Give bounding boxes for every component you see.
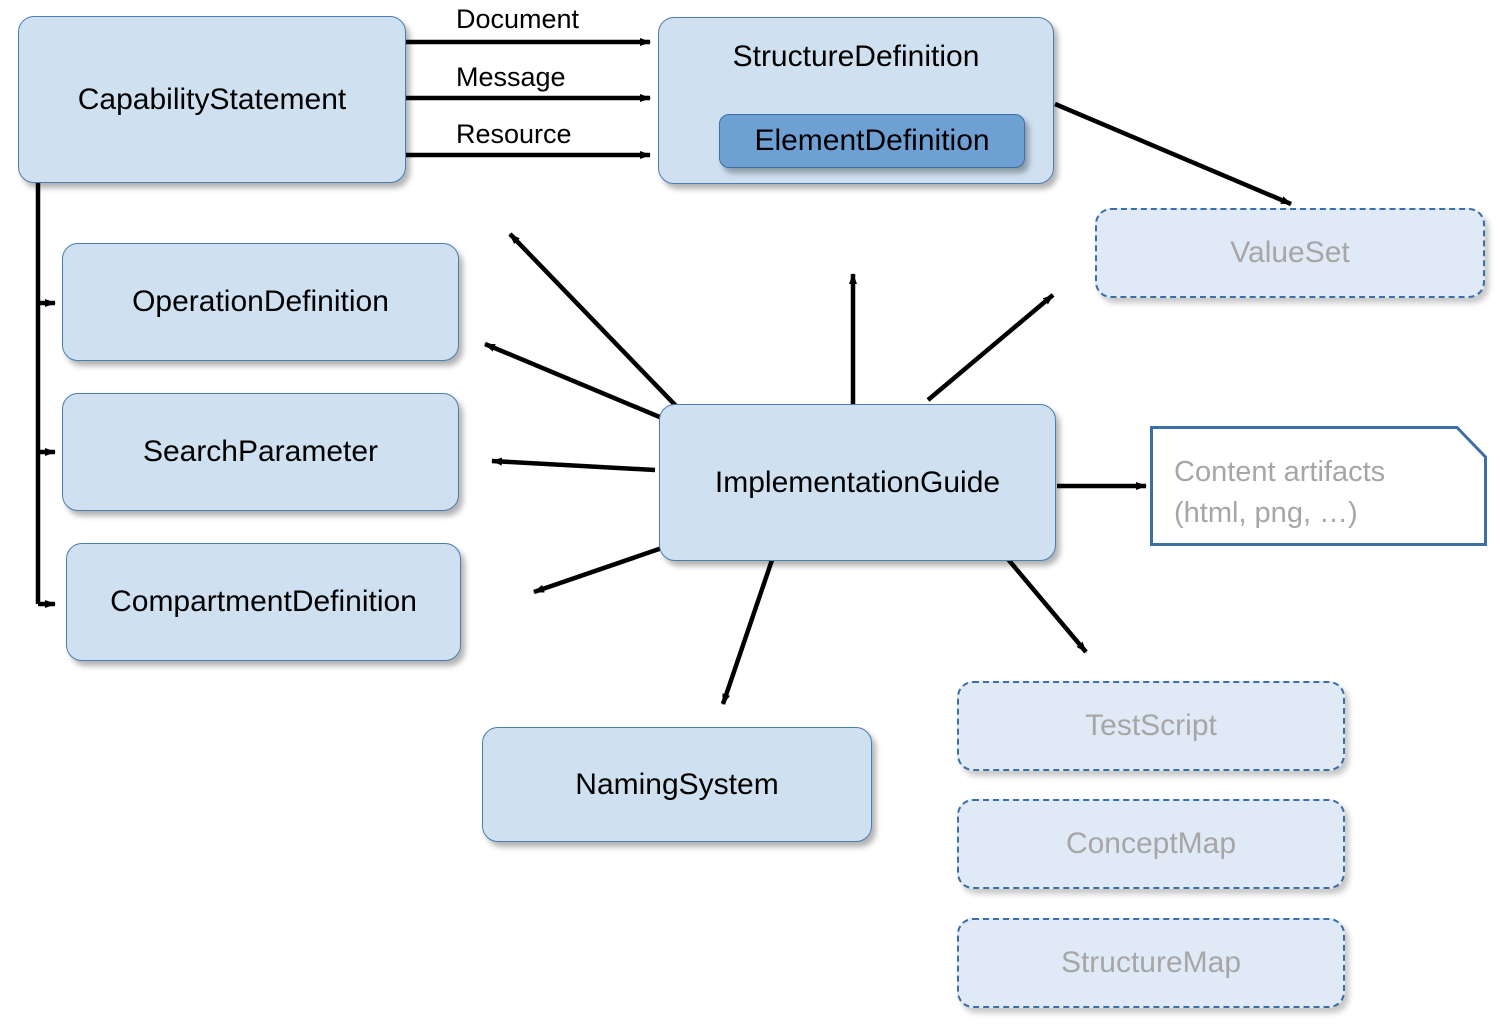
node-search-parameter[interactable]: SearchParameter [62,393,459,511]
edge-ig-to-valueset [926,293,1055,402]
node-operation-definition[interactable]: OperationDefinition [62,243,459,361]
node-test-script[interactable]: TestScript [957,681,1345,771]
node-structure-map[interactable]: StructureMap [957,918,1345,1008]
node-label-structure-map: StructureMap [1060,946,1242,979]
edge-structure-to-valueset [1054,101,1292,207]
edge-ig-to-compartment-definition [533,545,663,595]
edge-label-message: Message [456,62,566,92]
edge-label-resource: Resource [456,119,572,149]
edge-ig-to-test-script [1005,556,1088,654]
node-label-content-artifacts: Content artifacts (html, png, …) [1174,456,1386,530]
edge-label-document: Document [456,4,580,34]
node-capability-statement[interactable]: CapabilityStatement [18,16,406,183]
node-label-capability-statement: CapabilityStatement [77,82,347,116]
node-content-artifacts[interactable]: Content artifacts (html, png, …) [1150,426,1487,546]
node-label-operation-definition: OperationDefinition [132,285,389,318]
node-element-definition[interactable]: ElementDefinition [719,114,1025,168]
node-structure-definition[interactable]: StructureDefinition ElementDefinition [658,17,1054,184]
node-label-search-parameter: SearchParameter [142,435,379,468]
node-label-structure-definition: StructureDefinition [732,40,980,73]
node-label-value-set: ValueSet [1230,236,1350,269]
node-naming-system[interactable]: NamingSystem [482,727,872,842]
note-shape-icon [1150,426,1487,546]
node-label-compartment-definition: CompartmentDefinition [110,585,417,618]
node-label-naming-system: NamingSystem [575,767,779,801]
edge-ig-to-capability-statement [508,232,680,410]
edge-ig-to-search-parameter [491,457,656,473]
node-label-element-definition: ElementDefinition [754,124,990,157]
node-implementation-guide[interactable]: ImplementationGuide [659,404,1056,561]
edge-ig-to-naming-system [720,559,775,705]
node-label-concept-map: ConceptMap [1065,827,1237,860]
node-compartment-definition[interactable]: CompartmentDefinition [66,543,461,661]
node-value-set[interactable]: ValueSet [1095,208,1485,298]
node-label-test-script: TestScript [1085,709,1217,742]
node-concept-map[interactable]: ConceptMap [957,799,1345,889]
node-label-implementation-guide: ImplementationGuide [714,465,1001,499]
edge-ig-to-operation-definition [484,341,663,421]
